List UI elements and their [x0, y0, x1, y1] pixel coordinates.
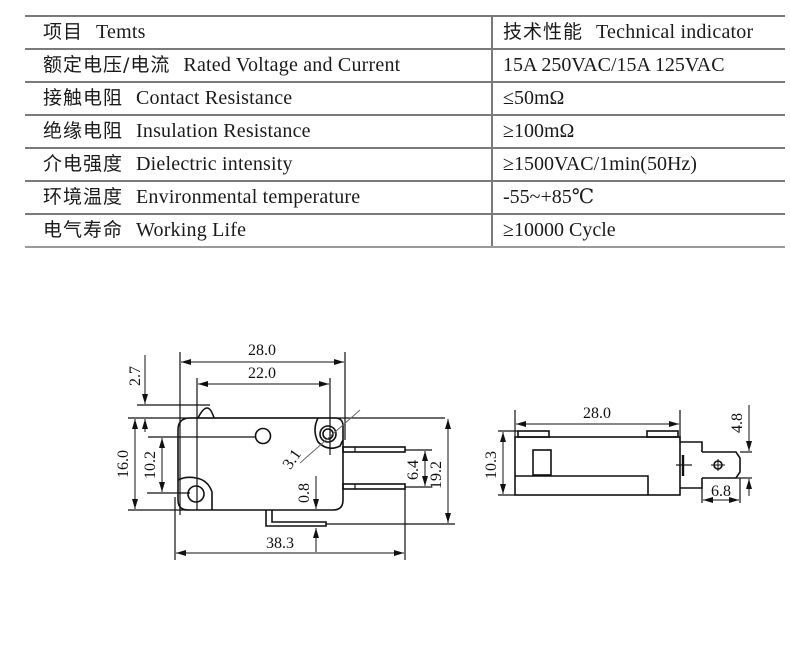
item-cell: 环境温度 Environmental temperature — [25, 180, 493, 214]
dim-label-6-4: 6.4 — [405, 460, 422, 480]
value-cell: ≥1500VAC/1min(50Hz) — [492, 147, 785, 181]
item-en: Working Life — [136, 219, 247, 241]
side-terminal-tab — [702, 451, 741, 479]
header-value-cell: 技术性能 Technical indicator — [492, 15, 785, 49]
side-dim-label-10-3: 10.3 — [483, 451, 500, 479]
side-top-bump-right — [646, 430, 679, 438]
dim-label-38-3: 38.3 — [266, 535, 294, 552]
table-row: 接触电阻 Contact Resistance ≤50mΩ — [25, 81, 785, 115]
mounting-hole-top-right-inner — [322, 428, 334, 440]
table-row: 介电强度 Dielectric intensity ≥1500VAC/1min(… — [25, 147, 785, 181]
lever-arm — [265, 510, 327, 527]
value-cell: -55~+85℃ — [492, 180, 785, 214]
item-cell: 额定电压/电流 Rated Voltage and Current — [25, 48, 493, 82]
header-value-en: Technical indicator — [596, 21, 754, 43]
specification-table: 项目 Temts 技术性能 Technical indicator 额定电压/电… — [25, 15, 785, 248]
item-zh: 额定电压/电流 — [43, 54, 171, 76]
item-en: Dielectric intensity — [136, 153, 293, 175]
side-view-labels: 28.0 10.3 4.8 6.8 — [483, 405, 746, 500]
value-cell: ≥10000 Cycle — [492, 213, 785, 248]
dim-label-19-2: 19.2 — [428, 461, 445, 489]
side-inner-shelf — [515, 475, 649, 495]
dim-label-2-7: 2.7 — [127, 366, 144, 386]
header-item-zh: 项目 — [43, 21, 84, 43]
table-header-row: 项目 Temts 技术性能 Technical indicator — [25, 15, 785, 49]
side-window — [532, 449, 552, 476]
dim-label-16: 16.0 — [115, 450, 132, 478]
item-cell: 电气寿命 Working Life — [25, 213, 493, 248]
side-extension-lines — [498, 410, 752, 503]
dim-label-22: 22.0 — [248, 365, 276, 382]
value-cell: 15A 250VAC/15A 125VAC — [492, 48, 785, 82]
item-zh: 环境温度 — [43, 186, 124, 208]
hole-boss-bottom-left — [177, 476, 213, 510]
side-top-bump-left — [517, 430, 550, 438]
dim-label-28: 28.0 — [248, 342, 276, 359]
terminal-top — [342, 446, 406, 453]
item-zh: 介电强度 — [43, 153, 124, 175]
header-item-en: Temts — [96, 21, 146, 43]
item-en: Contact Resistance — [136, 87, 293, 109]
item-en: Rated Voltage and Current — [183, 54, 401, 76]
table-row: 电气寿命 Working Life ≥10000 Cycle — [25, 213, 785, 248]
item-cell: 绝缘电阻 Insulation Resistance — [25, 114, 493, 148]
dim-label-0-8: 0.8 — [296, 483, 313, 503]
value-cell: ≥100mΩ — [492, 114, 785, 148]
side-dim-label-6-8: 6.8 — [711, 483, 731, 500]
dim-label-3-1: 3.1 — [280, 446, 305, 472]
hole-boss-top-right — [314, 417, 344, 450]
item-cell: 介电强度 Dielectric intensity — [25, 147, 493, 181]
item-en: Insulation Resistance — [136, 120, 311, 142]
switch-body-outline — [177, 417, 344, 511]
item-zh: 接触电阻 — [43, 87, 124, 109]
mounting-hole-top-right — [319, 425, 337, 443]
item-cell: 接触电阻 Contact Resistance — [25, 81, 493, 115]
front-view-drawing — [128, 352, 455, 560]
item-zh: 电气寿命 — [43, 219, 124, 241]
dimension-lines — [132, 355, 451, 556]
pivot-hole — [254, 427, 272, 445]
dim-label-10-2: 10.2 — [142, 451, 159, 479]
value-cell: ≤50mΩ — [492, 81, 785, 115]
table-row: 绝缘电阻 Insulation Resistance ≥100mΩ — [25, 114, 785, 148]
side-body-outline — [514, 436, 681, 496]
item-en: Environmental temperature — [136, 186, 361, 208]
header-item-cell: 项目 Temts — [25, 15, 493, 49]
item-zh: 绝缘电阻 — [43, 120, 124, 142]
dim-line-3-1 — [299, 409, 361, 464]
table-row: 环境温度 Environmental temperature -55~+85℃ — [25, 180, 785, 214]
side-dim-label-4-8: 4.8 — [729, 413, 746, 433]
terminal-bottom — [342, 483, 406, 490]
side-dim-label-28: 28.0 — [583, 405, 611, 422]
mounting-hole-bottom-left — [187, 485, 205, 503]
side-view-drawing — [498, 405, 752, 503]
table-row: 额定电压/电流 Rated Voltage and Current 15A 25… — [25, 48, 785, 82]
extension-lines — [128, 352, 455, 560]
side-dimension-lines — [500, 405, 752, 503]
header-value-zh: 技术性能 — [503, 21, 584, 43]
actuator-button — [197, 407, 215, 419]
